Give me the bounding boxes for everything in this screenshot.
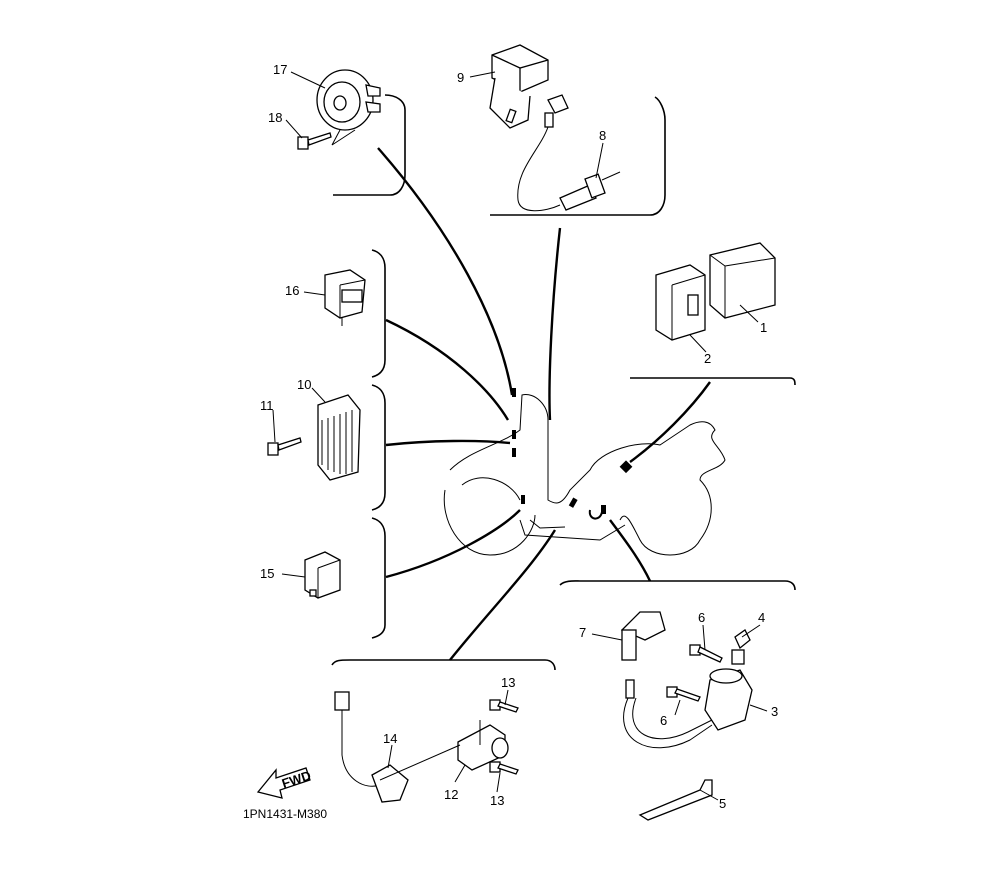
callout-15: 15 [260, 566, 274, 581]
callout-6-lower: 6 [660, 713, 667, 728]
callout-8: 8 [599, 128, 606, 143]
leader-lines [377, 147, 711, 661]
callout-13-upper: 13 [501, 675, 515, 690]
callout-1: 1 [760, 320, 767, 335]
callout-17: 17 [273, 62, 287, 77]
strip-part-5 [638, 779, 713, 821]
ignition-coil-part-3 [704, 649, 753, 731]
callout-5: 5 [719, 796, 726, 811]
callout-9: 9 [457, 70, 464, 85]
callout-7: 7 [579, 625, 586, 640]
callout-14: 14 [383, 731, 397, 746]
bolt-part-6-upper [689, 644, 723, 663]
fwd-label: FWD [280, 768, 313, 791]
callout-13-lower: 13 [490, 793, 504, 808]
spark-plug-cap-part-7 [620, 611, 713, 749]
rectifier-regulator-part-10 [317, 394, 361, 481]
bolt-part-6-lower [666, 686, 701, 702]
callout-10: 10 [297, 377, 311, 392]
bolt-part-18 [297, 132, 332, 150]
callouts: 17 18 9 8 1 2 16 10 11 15 7 6 4 3 6 5 13… [260, 62, 778, 811]
callout-11: 11 [260, 398, 274, 413]
horn-part-17 [316, 69, 381, 146]
flasher-relay-part-16 [324, 269, 366, 326]
sensor-part-8 [517, 94, 621, 212]
switch-part-12 [457, 720, 509, 771]
callout-6-upper: 6 [698, 610, 705, 625]
bolt-part-11 [267, 437, 302, 456]
bolt-part-13-upper [489, 699, 519, 713]
relay-part-9 [489, 44, 549, 129]
motorcycle-silhouette [443, 394, 726, 556]
fwd-arrow-icon: FWD [256, 767, 313, 799]
callout-18: 18 [268, 110, 282, 125]
callout-16: 16 [285, 283, 299, 298]
callout-2: 2 [704, 351, 711, 366]
group-brackets [331, 94, 796, 671]
location-markers [512, 388, 633, 529]
cdi-part-2 [655, 264, 706, 341]
diagram-code: 1PN1431-M380 [243, 807, 327, 821]
bolt-part-13-lower [489, 761, 519, 775]
connector-and-clamp-part-14 [334, 691, 461, 803]
ecu-part-1 [709, 242, 776, 319]
callout-12: 12 [444, 787, 458, 802]
callout-3: 3 [771, 704, 778, 719]
relay-part-15 [304, 551, 341, 599]
callout-4: 4 [758, 610, 765, 625]
